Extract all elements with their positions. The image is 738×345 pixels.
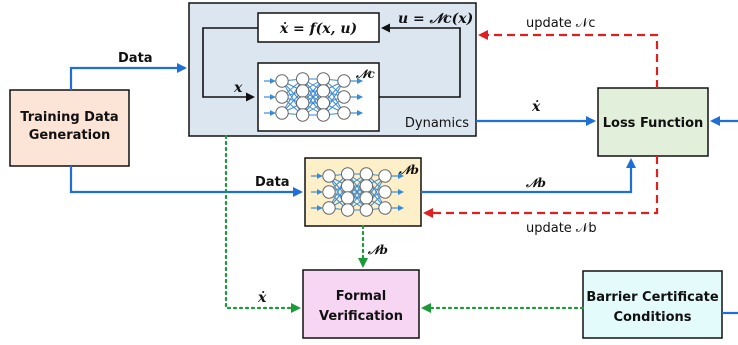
dynamics-equation-box: ẋ = f(x, u) — [257, 12, 380, 43]
neuron-node — [275, 90, 289, 104]
neuron-node — [340, 203, 355, 217]
update-controller-label: update 𝒩c — [526, 16, 596, 31]
neuron-connection — [347, 173, 367, 211]
formal-verification-box: Formal Verification — [302, 269, 420, 339]
data-label-mid: Data — [255, 175, 290, 190]
training-data-label-1: Training Data — [20, 110, 118, 125]
barrier-conditions-box: Barrier Certificate Conditions — [582, 270, 723, 339]
neuron-node — [322, 201, 336, 215]
neuron-node — [275, 74, 289, 88]
formal-verification-label-2: Verification — [319, 309, 403, 324]
update-controller-arrow — [478, 30, 659, 88]
data-arrow-to-barrier-network — [69, 166, 303, 197]
neuron-node — [359, 191, 374, 205]
barrier-network-label: 𝒩b — [398, 163, 419, 177]
neuron-node — [340, 191, 355, 205]
neuron-node — [295, 84, 310, 98]
barrier-conditions-label-1: Barrier Certificate — [586, 290, 718, 305]
neuron-node — [340, 179, 355, 193]
neuron-node — [378, 201, 392, 215]
update-barrier-arrow — [423, 156, 659, 218]
neuron-node — [316, 96, 331, 110]
state-x-label: x — [233, 80, 243, 96]
formal-verification-label-1: Formal — [336, 289, 386, 304]
neuron-node — [316, 84, 331, 98]
neuron-node — [337, 106, 351, 120]
internal-feedback-loop: x — [202, 23, 461, 102]
update-barrier-label: update 𝒩b — [526, 221, 597, 236]
neuron-node — [378, 185, 392, 199]
dynamics-label: Dynamics — [405, 116, 469, 131]
xdot-arrow-to-formal — [224, 134, 301, 313]
dynamics-equation: ẋ = f(x, u) — [279, 21, 357, 37]
neuron-node — [295, 96, 310, 110]
training-data-label-2: Generation — [29, 128, 111, 143]
controller-equation: u = 𝒩c(x) — [398, 11, 473, 27]
loss-function-box: Loss Function — [597, 87, 709, 157]
neuron-node — [316, 108, 331, 122]
neuron-node — [275, 106, 289, 120]
neuron-node — [359, 167, 374, 181]
neuron-node — [337, 90, 351, 104]
neuron-node — [322, 169, 336, 183]
xdot-label-formal: ẋ — [257, 290, 267, 306]
neuron-node — [322, 185, 336, 199]
neuron-connection — [302, 78, 324, 116]
loss-function-label: Loss Function — [603, 116, 704, 131]
data-arrow-to-dynamics — [69, 63, 187, 90]
barrier-network-arrow-to-loss — [421, 158, 636, 194]
xdot-label-loss: ẋ — [531, 99, 541, 115]
training-data-box: Training Data Generation — [9, 89, 130, 167]
neuron-node — [337, 74, 351, 88]
neuron-node — [295, 108, 310, 122]
barrier-net-label-loss: 𝒩b — [525, 176, 546, 190]
neuron-node — [378, 169, 392, 183]
neuron-node — [359, 179, 374, 193]
data-label-top: Data — [118, 51, 153, 66]
neuron-node — [295, 72, 310, 86]
barrier-neural-network-icon — [311, 167, 404, 217]
neuron-node — [359, 203, 374, 217]
barrier-conditions-label-2: Conditions — [613, 310, 691, 325]
neuron-node — [316, 72, 331, 86]
controller-neural-network-icon — [264, 72, 363, 122]
neuron-node — [340, 167, 355, 181]
controller-network-label: 𝒩c — [355, 67, 375, 81]
barrier-net-label-formal: 𝒩b — [367, 243, 388, 257]
